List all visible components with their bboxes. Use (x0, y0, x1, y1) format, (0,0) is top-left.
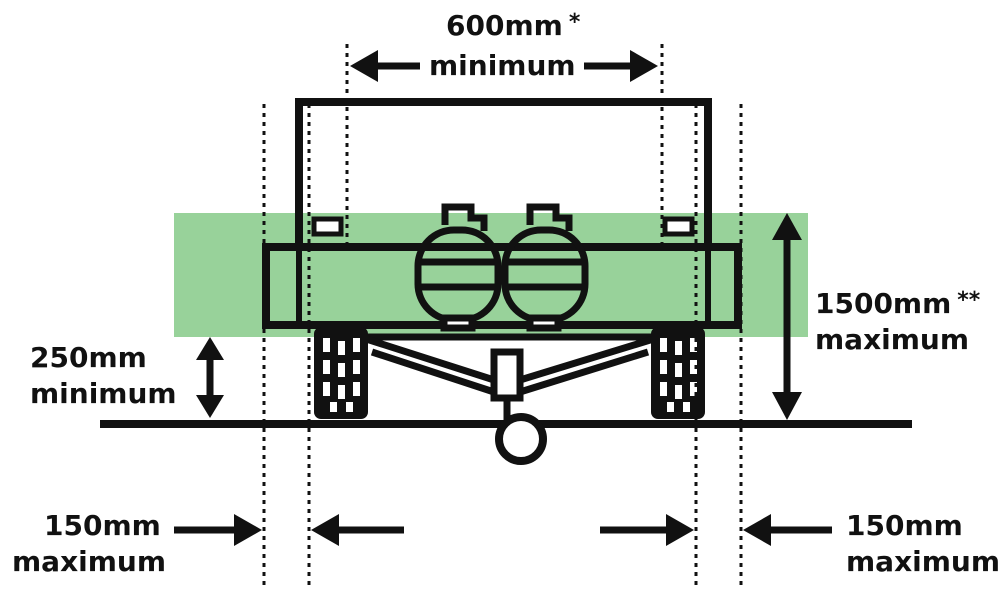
gas-bottle-icon (501, 203, 589, 332)
wheel-icon (651, 327, 705, 419)
light-zone-band (174, 213, 808, 337)
top-width-label: 600mm* (446, 12, 580, 40)
height-1500-note: ** (957, 288, 981, 313)
bottom-left-word: maximum (12, 545, 167, 578)
wheel-icon (314, 327, 368, 419)
top-width-note: * (568, 10, 581, 35)
height-1500-label: 1500mm** (815, 290, 980, 318)
bottom-left-value: 150mm (44, 509, 161, 542)
bottom-left-arrows (174, 514, 404, 546)
gas-bottle-icon (414, 203, 502, 332)
left-tail-light (311, 216, 344, 237)
bottom-right-arrows (600, 514, 832, 546)
clearance-250-arrow (196, 337, 224, 418)
jockey-wheel-icon (495, 413, 547, 465)
clearance-250-word: minimum (30, 377, 177, 410)
guide-lines (262, 44, 743, 585)
height-1500-value: 1500mm (815, 287, 952, 320)
top-width-arrow (350, 50, 658, 82)
trailer-icon (262, 98, 742, 329)
bottom-right-value: 150mm (846, 509, 963, 542)
clearance-250-value: 250mm (30, 341, 147, 374)
height-1500-word: maximum (815, 323, 970, 356)
bottom-right-word: maximum (846, 545, 1000, 578)
height-1500-arrow (772, 213, 802, 420)
top-width-value: 600mm (446, 9, 563, 42)
top-width-word: minimum (429, 49, 576, 82)
drawbar (358, 333, 662, 425)
right-tail-light (662, 216, 695, 237)
